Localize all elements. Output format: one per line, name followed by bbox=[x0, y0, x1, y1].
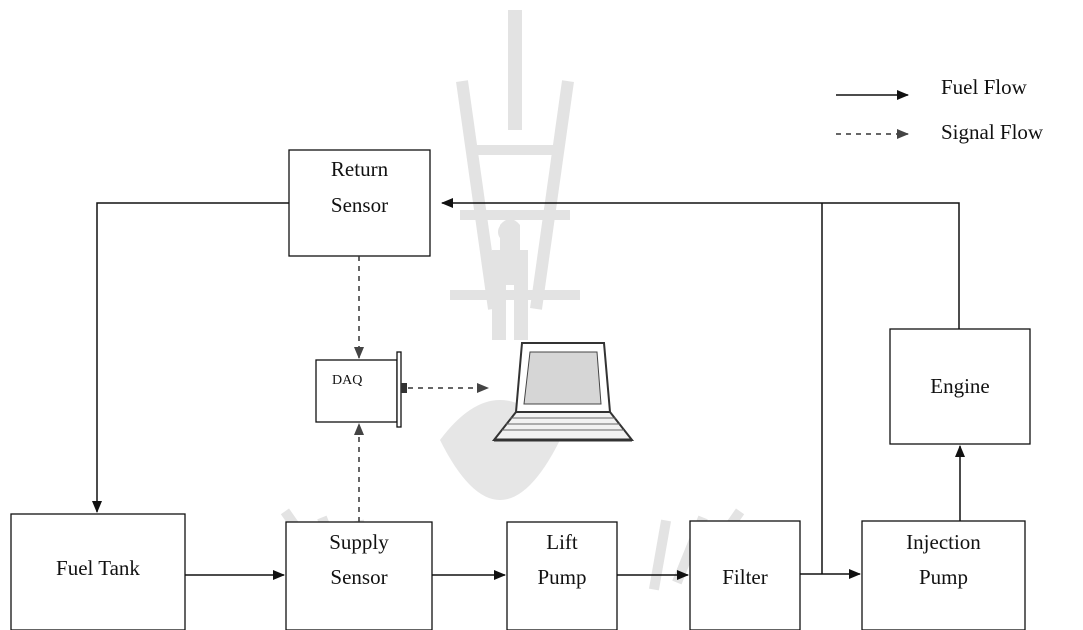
injection-pump-block: Injection Pump bbox=[861, 520, 1026, 630]
engine-block: Engine bbox=[889, 328, 1031, 445]
legend-signal-label: Signal Flow bbox=[941, 120, 1044, 144]
daq-label: DAQ bbox=[332, 373, 362, 388]
engine-label: Engine bbox=[930, 374, 989, 398]
lift-pump-label-2: Pump bbox=[537, 565, 586, 589]
signal-flow-lines bbox=[354, 256, 489, 522]
return-sensor-label-2: Sensor bbox=[331, 193, 388, 217]
supply-sensor-label-1: Supply bbox=[329, 530, 389, 554]
injection-pump-label-2: Pump bbox=[919, 565, 968, 589]
daq-connector bbox=[396, 351, 402, 428]
lift-pump-block: Lift Pump bbox=[506, 521, 618, 630]
supply-sensor-block: Supply Sensor bbox=[285, 521, 433, 630]
fuel-tank-label: Fuel Tank bbox=[56, 556, 140, 580]
injection-pump-label-1: Injection bbox=[906, 530, 981, 554]
daq-block: DAQ bbox=[315, 351, 407, 428]
fuel-line-engine-to-return-sensor bbox=[441, 198, 960, 329]
fuel-tank-block: Fuel Tank bbox=[10, 513, 186, 630]
filter-block: Filter bbox=[689, 520, 801, 630]
return-sensor-label-1: Return bbox=[331, 157, 389, 181]
supply-sensor-label-2: Sensor bbox=[330, 565, 387, 589]
filter-label: Filter bbox=[722, 565, 768, 589]
fuel-flow-lines bbox=[92, 198, 965, 580]
legend: Fuel Flow Signal Flow bbox=[836, 75, 1044, 144]
legend-fuel-label: Fuel Flow bbox=[941, 75, 1028, 99]
fuel-line-return-to-tank bbox=[92, 202, 289, 513]
university-emblem-watermark bbox=[280, 10, 745, 591]
daq-port bbox=[401, 383, 407, 393]
lift-pump-label-1: Lift bbox=[546, 530, 578, 554]
laptop-icon bbox=[491, 342, 635, 442]
return-sensor-block: Return Sensor bbox=[288, 149, 431, 257]
